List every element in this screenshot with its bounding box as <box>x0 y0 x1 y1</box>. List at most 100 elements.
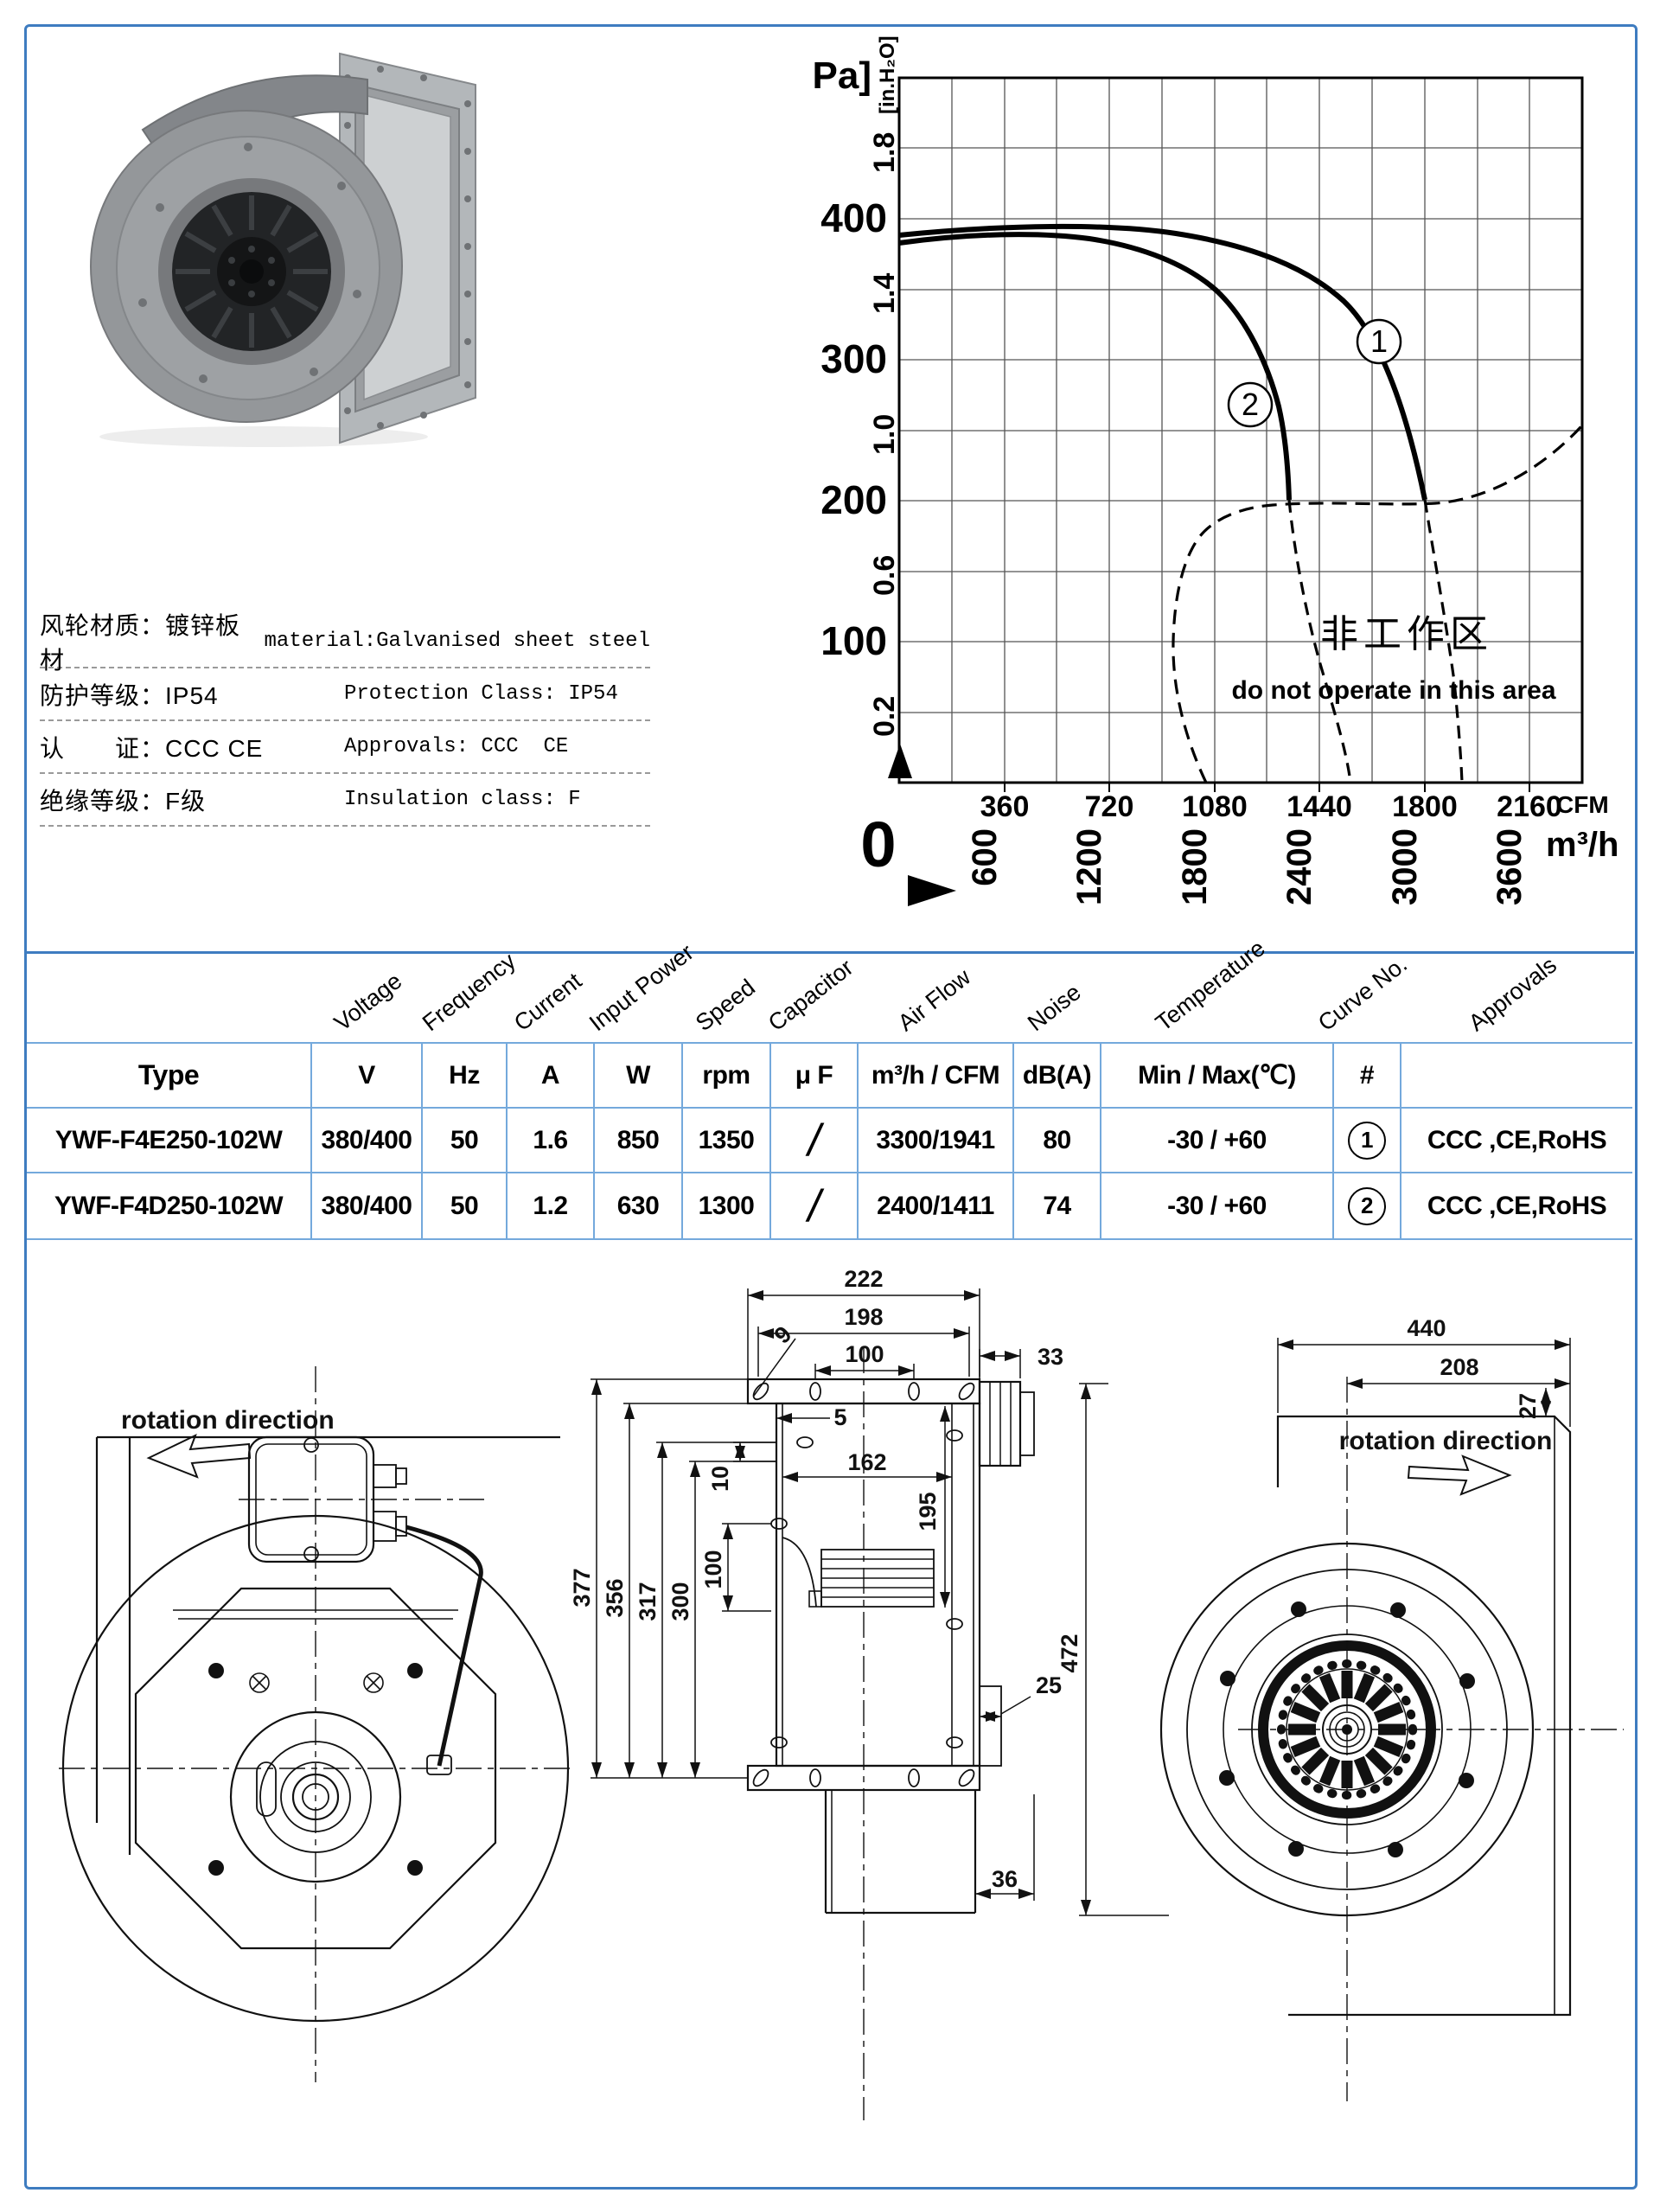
left-view-screws <box>249 1672 384 1693</box>
row2-hz: 50 <box>423 1173 508 1238</box>
table-angled-header: Voltage Frequency Current Input Power Sp… <box>26 935 1634 1042</box>
y2-tick-1-0: 1.0 <box>868 414 901 455</box>
dim-25: 25 <box>1036 1672 1062 1698</box>
left-rotation-arrow-icon <box>146 1434 252 1479</box>
curve-2-dashed <box>1287 499 1352 783</box>
dim-208: 208 <box>1440 1354 1478 1380</box>
row2-noise: 74 <box>1014 1173 1101 1238</box>
impeller-blades <box>176 195 328 348</box>
spec-list: 风轮材质：镀锌板材 material:Galvanised sheet stee… <box>40 612 650 827</box>
middle-view-side: 222 198 100 9 5 10 33 162 195 377 356 31… <box>569 1266 1063 2120</box>
col-header-noise: Noise <box>1022 979 1086 1037</box>
col-header-approvals: Approvals <box>1463 951 1562 1037</box>
curve-2-badge: 2 <box>1227 381 1274 428</box>
technical-drawings: rotation direction <box>59 1266 1624 2120</box>
left-view-bolts <box>208 1663 423 1876</box>
section-separator-line <box>26 951 1634 954</box>
col-header-input-power: Input Power <box>584 938 699 1037</box>
middle-impeller <box>782 1537 935 1608</box>
spec-row-insulation: 绝缘等级：F级 Insulation class: F <box>40 774 650 827</box>
row2-temp: -30 / +60 <box>1101 1173 1334 1238</box>
boundary-curve <box>1172 424 1584 783</box>
col-header-air-flow: Air Flow <box>892 963 976 1037</box>
x-cfm-1080: 1080 <box>1182 790 1248 823</box>
col-header-current: Current <box>508 968 587 1037</box>
y2-tick-0-2: 0.2 <box>868 696 901 737</box>
x-axis-unit-cfm: CFM <box>1556 791 1609 818</box>
row1-current: 1.6 <box>508 1109 595 1173</box>
row2-speed: 1300 <box>683 1173 771 1238</box>
y2-tick-1-8: 1.8 <box>868 132 901 173</box>
x-m3h-1200: 1200 <box>1070 828 1108 905</box>
row1-speed: 1350 <box>683 1109 771 1173</box>
unit-curve: # <box>1334 1044 1401 1109</box>
row2-curve-no: 2 <box>1334 1173 1401 1238</box>
x-cfm-1440: 1440 <box>1286 790 1352 823</box>
fan-inlet-impeller <box>158 178 345 365</box>
row1-curve-badge: 1 <box>1348 1121 1386 1160</box>
row2-approvals: CCC ,CE,RoHS <box>1427 1191 1607 1220</box>
spec-en-approvals: Approvals: CCC CE <box>344 735 569 758</box>
y-axis-unit-pa: [Pa] <box>813 54 872 97</box>
spec-zh-approvals: 认 证：CCC CE <box>40 734 264 762</box>
dim-36: 36 <box>992 1866 1018 1892</box>
col-header-curve-no: Curve No. <box>1312 950 1413 1037</box>
dim-33: 33 <box>1038 1344 1063 1370</box>
row1-curve-no: 1 <box>1334 1109 1401 1173</box>
curve-2 <box>898 232 1292 501</box>
right-dimensions <box>1079 1338 1571 1916</box>
middle-motor-end <box>978 1380 1035 1467</box>
unit-w: W <box>595 1044 683 1109</box>
x-m3h-3600: 3600 <box>1491 828 1529 905</box>
row1-temp: -30 / +60 <box>1101 1109 1334 1173</box>
row1-type: YWF-F4E250-102W <box>27 1109 312 1173</box>
middle-wall-holes <box>770 1429 963 1749</box>
curve-1-badge: 1 <box>1356 318 1402 365</box>
unit-a: A <box>508 1044 595 1109</box>
x-axis-arrow-icon <box>908 875 956 906</box>
dim-9: 9 <box>769 1321 797 1349</box>
y-tick-400: 400 <box>820 195 887 240</box>
y-axis-arrow-icon <box>888 744 912 778</box>
row1-noise: 80 <box>1014 1109 1101 1173</box>
y2-tick-0-6: 0.6 <box>868 555 901 596</box>
right-view-rear: rotation direction <box>1057 1315 1624 2101</box>
dim-100-left: 100 <box>700 1550 726 1589</box>
dim-100-top: 100 <box>845 1341 884 1367</box>
spec-row-protection: 防护等级：IP54 Protection Class: IP54 <box>40 668 650 721</box>
right-rotation-arrow-icon <box>1407 1454 1512 1496</box>
dim-440: 440 <box>1407 1315 1446 1341</box>
unit-airflow: m³/h / CFM <box>859 1044 1014 1109</box>
left-view-front: rotation direction <box>59 1366 572 2082</box>
spec-zh-insulation: 绝缘等级：F级 <box>40 787 207 815</box>
curve-1-dashed <box>1423 499 1464 783</box>
spec-row-approvals: 认 证：CCC CE Approvals: CCC CE <box>40 721 650 774</box>
x-axis-ticks <box>1004 783 1530 792</box>
row2-voltage: 380/400 <box>312 1173 423 1238</box>
dim-377: 377 <box>569 1568 595 1607</box>
dim-195: 195 <box>915 1492 941 1531</box>
unit-v: V <box>312 1044 423 1109</box>
dim-300: 300 <box>667 1582 693 1621</box>
no-operate-zone-label-zh: 非工作区 <box>1320 613 1493 655</box>
col-header-frequency: Frequency <box>417 948 520 1037</box>
row2-curve-badge: 2 <box>1348 1186 1386 1225</box>
x-cfm-360: 360 <box>980 790 1030 823</box>
unit-temp: Min / Max(℃) <box>1101 1044 1334 1109</box>
dim-356: 356 <box>602 1578 628 1617</box>
x-m3h-2400: 2400 <box>1280 828 1318 905</box>
dim-472: 472 <box>1057 1633 1082 1672</box>
left-view-cable <box>405 1525 483 1767</box>
x-m3h-3000: 3000 <box>1386 828 1424 905</box>
left-rotation-direction-label: rotation direction <box>121 1406 335 1435</box>
row1-capacitor: / <box>771 1109 859 1173</box>
dim-198: 198 <box>844 1304 883 1330</box>
dim-27: 27 <box>1515 1393 1541 1419</box>
right-dim-labels: 440 208 27 472 <box>1057 1315 1541 1673</box>
performance-chart: 1 2 非工作区 do not operate in this area [Pa… <box>813 35 1617 906</box>
row2-capacitor: / <box>771 1173 859 1238</box>
y-tick-200: 200 <box>820 477 887 522</box>
no-operate-zone-label-en: do not operate in this area <box>1231 676 1555 705</box>
row2-airflow: 2400/1411 <box>859 1173 1014 1238</box>
